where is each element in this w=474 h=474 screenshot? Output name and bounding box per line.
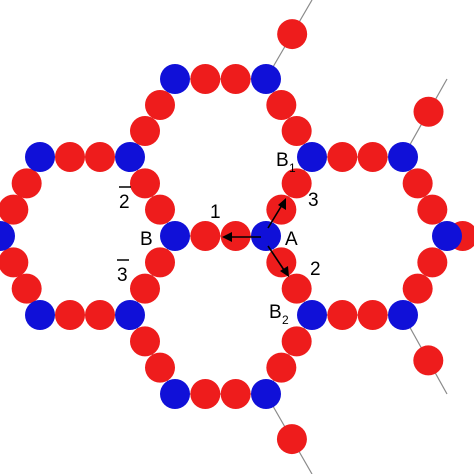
red-site xyxy=(145,352,175,383)
red-site xyxy=(417,247,448,278)
label-B2-subscript: 2 xyxy=(282,313,289,327)
bond-line xyxy=(265,314,313,395)
red-site xyxy=(327,300,358,330)
red-site xyxy=(413,345,444,376)
red-site xyxy=(145,90,175,120)
red-site xyxy=(266,194,297,225)
blue-site xyxy=(115,300,145,330)
label-vector-2: 2 xyxy=(310,259,321,280)
red-site xyxy=(130,168,160,199)
blue-site xyxy=(432,221,462,251)
red-site xyxy=(266,247,297,278)
red-site xyxy=(130,116,160,146)
red-site xyxy=(130,326,160,357)
red-site xyxy=(190,64,221,94)
red-site xyxy=(85,300,115,330)
red-site xyxy=(357,300,388,330)
label-vector-1: 1 xyxy=(210,202,221,223)
red-site xyxy=(417,194,448,225)
blue-site xyxy=(160,379,190,409)
red-site xyxy=(220,221,251,251)
blue-site xyxy=(251,64,281,94)
red-site xyxy=(281,116,312,146)
red-site xyxy=(277,19,308,50)
blue-site xyxy=(160,221,190,251)
red-site xyxy=(413,96,444,127)
red-site xyxy=(85,142,115,172)
blue-site xyxy=(25,142,55,172)
red-site xyxy=(402,273,433,304)
bond-line xyxy=(129,78,176,158)
label-B1-subscript: 1 xyxy=(289,161,296,175)
red-site xyxy=(220,379,251,409)
red-site xyxy=(357,142,388,172)
red-site xyxy=(145,194,175,225)
bond-line xyxy=(402,235,448,316)
blue-site xyxy=(25,300,55,330)
bond-line xyxy=(129,156,176,237)
red-site xyxy=(220,64,251,94)
blue-site xyxy=(115,142,145,172)
red-site xyxy=(276,424,307,455)
label-B2: B xyxy=(269,302,282,323)
vector-3-arrow xyxy=(267,204,283,229)
vector-2-arrow xyxy=(267,245,285,271)
red-site xyxy=(190,221,221,251)
vector-arrows xyxy=(222,198,289,277)
blue-site xyxy=(160,64,190,94)
red-site xyxy=(281,273,312,304)
vector-2-arrowhead xyxy=(280,266,289,277)
red-site xyxy=(402,168,433,199)
red-site xyxy=(190,379,221,409)
bond-line xyxy=(129,314,176,395)
red-site xyxy=(327,142,358,172)
blue-site xyxy=(297,142,327,172)
red-site xyxy=(130,273,160,304)
blue-site xyxy=(251,379,281,409)
red-site xyxy=(281,168,312,199)
blue-site xyxy=(0,221,15,251)
red-site xyxy=(11,168,42,199)
bond-line xyxy=(265,156,313,237)
red-site xyxy=(266,90,297,120)
vector-1-arrowhead xyxy=(222,232,232,242)
red-site xyxy=(266,352,297,383)
label-A: A xyxy=(285,229,298,250)
red-site xyxy=(55,142,85,172)
label-vector-3-bar: 3 xyxy=(117,265,128,286)
diagram-labels: A B 1 3 2 2 3 B 1 B 2 xyxy=(117,150,321,327)
red-site xyxy=(0,247,29,278)
blue-site xyxy=(297,300,327,330)
red-site xyxy=(0,194,29,225)
lattice-atoms xyxy=(0,19,474,455)
label-vector-3: 3 xyxy=(308,190,319,211)
bond-line xyxy=(265,235,313,316)
red-site xyxy=(145,247,175,278)
blue-site xyxy=(251,221,281,251)
label-B1: B xyxy=(276,150,289,171)
red-site xyxy=(281,326,312,357)
blue-site xyxy=(388,300,418,330)
bond-line xyxy=(265,78,313,158)
label-B: B xyxy=(140,229,153,250)
label-vector-2-bar: 2 xyxy=(119,192,130,213)
bond-line xyxy=(129,235,176,316)
vector-3-arrowhead xyxy=(278,198,286,210)
blue-site xyxy=(388,142,418,172)
bond-line xyxy=(402,156,448,237)
red-site xyxy=(55,300,85,330)
red-site xyxy=(11,273,42,304)
